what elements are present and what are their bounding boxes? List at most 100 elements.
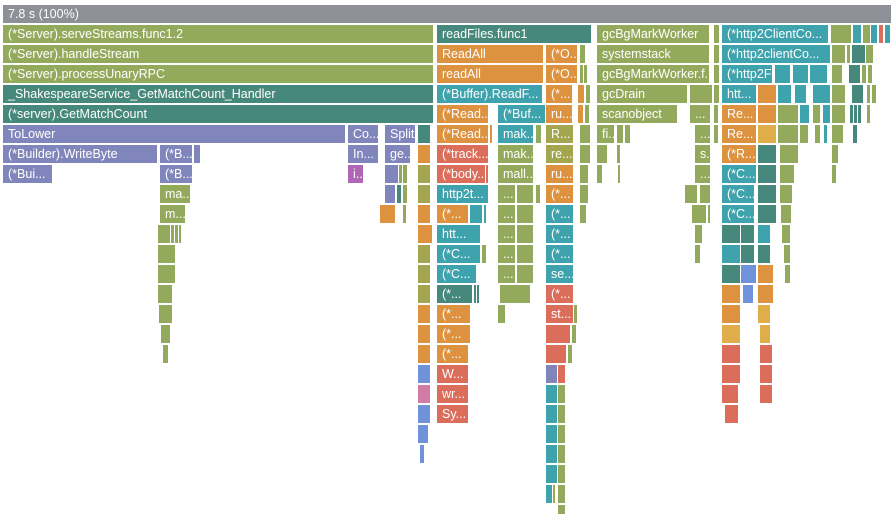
flame-cell[interactable] [780,165,794,183]
flame-cell[interactable] [580,205,586,223]
flame-cell[interactable] [800,105,809,123]
flame-cell[interactable]: (*Builder).WriteByte [3,145,157,163]
flame-cell[interactable] [832,165,836,183]
flame-cell[interactable] [558,405,565,423]
flame-cell[interactable] [558,505,565,514]
flame-cell[interactable] [418,305,430,323]
flame-cell[interactable]: ... [498,265,515,283]
flame-cell[interactable] [617,125,623,143]
flame-cell[interactable] [714,125,718,143]
flame-cell[interactable] [722,225,740,243]
flame-cell[interactable] [553,485,555,503]
flame-cell[interactable] [597,165,602,183]
flame-cell[interactable]: (*C... [722,185,754,203]
flame-cell[interactable]: _ShakespeareService_GetMatchCount_Handle… [3,85,433,103]
flame-cell[interactable] [163,345,168,363]
flame-cell[interactable] [758,245,770,263]
flame-cell[interactable]: (*http2clientCo... [722,45,830,63]
flame-cell[interactable]: (*track... [437,145,488,163]
flame-cell[interactable]: (*C... [437,245,480,263]
flame-cell[interactable] [558,445,565,463]
flame-cell[interactable] [484,205,486,223]
flame-cell[interactable] [546,405,557,423]
flame-cell[interactable]: (*Bui... [3,165,52,183]
flame-cell[interactable]: (*... [437,305,470,323]
flame-cell[interactable] [758,165,776,183]
flame-cell[interactable] [850,105,853,123]
flame-cell[interactable]: st... [546,305,573,323]
flame-cell[interactable] [778,125,798,143]
flame-cell[interactable] [418,385,430,403]
flame-cell[interactable]: ReadAll [437,45,543,63]
flame-cell[interactable] [832,45,845,63]
flame-cell[interactable] [580,185,588,203]
flame-cell[interactable] [580,145,590,163]
flame-cell[interactable] [758,265,773,283]
flame-cell[interactable] [580,65,583,83]
flame-cell[interactable] [420,445,424,463]
flame-cell[interactable] [568,345,572,363]
flame-root-cell[interactable]: 7.8 s (100%) [3,5,891,23]
flame-cell[interactable]: (*... [546,205,573,223]
flame-cell[interactable]: (*... [437,345,468,363]
flame-cell[interactable] [399,165,402,183]
flame-cell[interactable]: systemstack [597,45,709,63]
flame-cell[interactable] [793,65,808,83]
flame-cell[interactable] [714,65,719,83]
flame-cell[interactable] [403,165,407,183]
flame-cell[interactable] [758,105,776,123]
flame-cell[interactable]: http2t... [437,185,488,203]
flame-cell[interactable] [161,325,170,343]
flame-cell[interactable]: ru... [546,105,572,123]
flame-cell[interactable]: (*Read... [437,125,488,143]
flame-cell[interactable]: (*... [437,205,468,223]
flame-cell[interactable] [758,125,776,143]
flame-cell[interactable] [618,165,620,183]
flame-cell[interactable] [722,305,740,323]
flame-cell[interactable] [778,85,791,103]
flame-cell[interactable] [418,325,430,343]
flame-cell[interactable]: ge... [385,145,410,163]
flame-cell[interactable] [832,65,842,83]
flame-cell[interactable] [866,45,873,63]
flame-cell[interactable] [862,65,866,83]
flame-cell[interactable] [578,85,584,103]
flame-cell[interactable] [470,205,482,223]
flame-cell[interactable] [403,185,407,203]
flame-cell[interactable] [175,225,178,243]
flame-cell[interactable] [597,145,607,163]
flame-cell[interactable]: Re... [722,105,756,123]
flame-cell[interactable] [858,105,861,123]
flame-cell[interactable]: mall... [498,165,533,183]
flame-cell[interactable] [692,205,706,223]
flame-cell[interactable]: gcBgMarkWorker [597,25,709,43]
flame-cell[interactable]: ma... [160,185,190,203]
flame-cell[interactable] [823,105,830,123]
flame-cell[interactable] [580,165,588,183]
flame-cell[interactable] [758,285,773,303]
flame-cell[interactable] [722,385,738,403]
flame-cell[interactable] [775,65,790,83]
flame-cell[interactable] [853,25,861,43]
flame-cell[interactable] [810,65,827,83]
flame-cell[interactable] [546,325,570,343]
flame-cell[interactable] [879,25,883,43]
flame-cell[interactable]: (*... [546,85,572,103]
flame-cell[interactable] [546,465,557,483]
flame-cell[interactable]: (*O... [546,45,577,63]
flame-cell[interactable]: (*B... [160,145,192,163]
flame-cell[interactable] [690,85,712,103]
flame-cell[interactable] [867,105,870,123]
flame-cell[interactable] [179,225,181,243]
flame-cell[interactable] [158,285,172,303]
flame-cell[interactable] [585,105,589,123]
flame-cell[interactable]: (*C... [437,265,476,283]
flame-cell[interactable] [760,325,770,343]
flame-cell[interactable] [418,245,430,263]
flame-cell[interactable] [758,145,776,163]
flame-cell[interactable] [418,405,430,423]
flame-cell[interactable] [474,285,476,303]
flame-cell[interactable] [758,305,770,323]
flame-cell[interactable] [815,125,820,143]
flame-cell[interactable]: (*... [437,285,472,303]
